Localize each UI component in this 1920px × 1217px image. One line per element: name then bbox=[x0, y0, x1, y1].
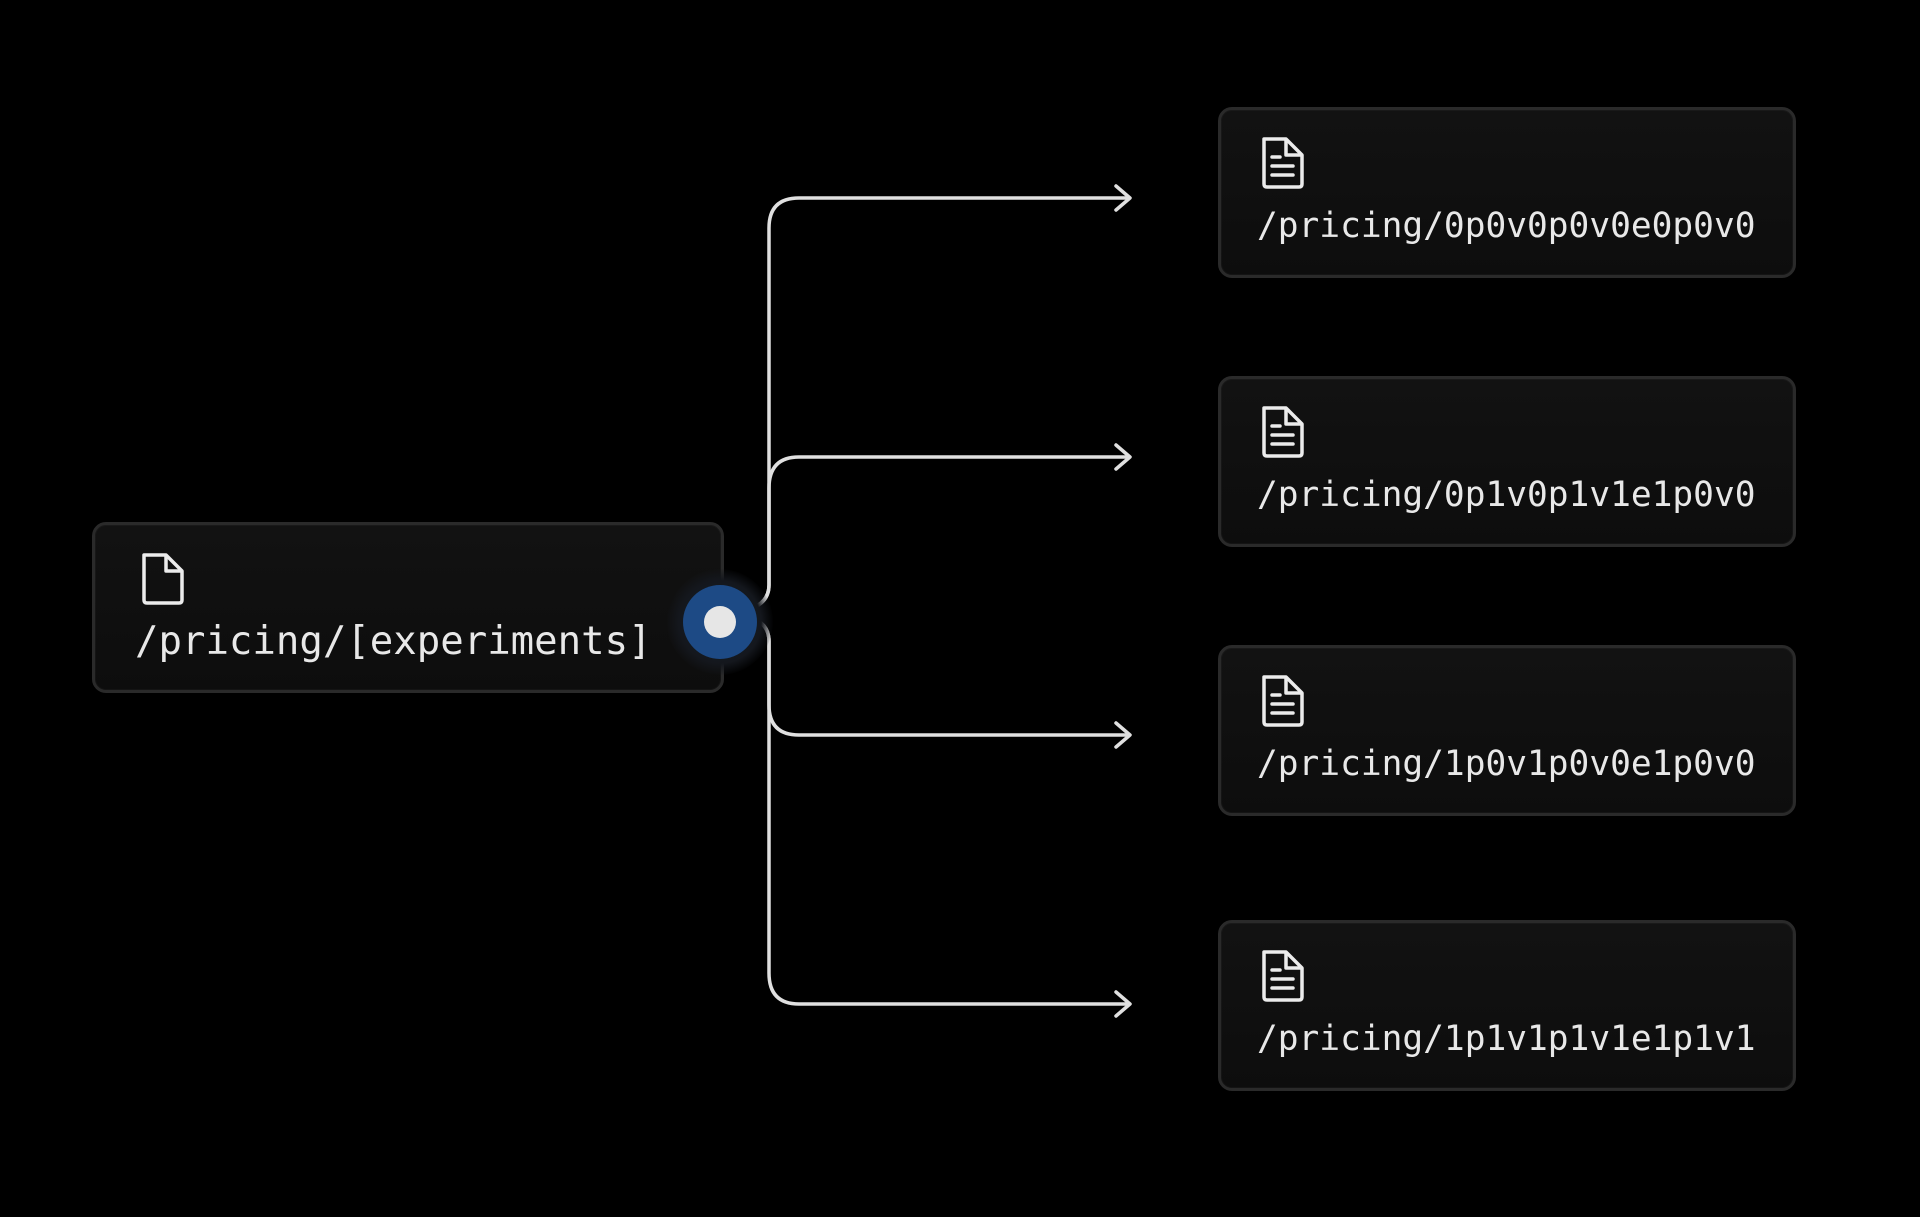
connection-handle[interactable] bbox=[667, 569, 773, 675]
file-text-icon bbox=[1259, 949, 1305, 1003]
arrowhead-target-4 bbox=[1114, 990, 1132, 1018]
target-node-label: /pricing/0p1v0p1v1e1p0v0 bbox=[1257, 475, 1756, 515]
target-node-label: /pricing/1p1v1p1v1e1p1v1 bbox=[1257, 1019, 1756, 1059]
target-node[interactable]: /pricing/1p0v1p0v0e1p0v0 bbox=[1218, 645, 1796, 816]
target-node[interactable]: /pricing/1p1v1p1v1e1p1v1 bbox=[1218, 920, 1796, 1091]
target-node-label: /pricing/1p0v1p0v0e1p0v0 bbox=[1257, 744, 1756, 784]
arrowhead-target-2 bbox=[1114, 443, 1132, 471]
source-node[interactable]: /pricing/[experiments] bbox=[92, 522, 724, 693]
target-node-label: /pricing/0p0v0p0v0e0p0v0 bbox=[1257, 206, 1756, 246]
arrowhead-target-1 bbox=[1114, 184, 1132, 212]
target-node[interactable]: /pricing/0p0v0p0v0e0p0v0 bbox=[1218, 107, 1796, 278]
connection-handle-dot bbox=[704, 606, 736, 638]
source-node-label: /pricing/[experiments] bbox=[135, 619, 652, 664]
file-text-icon bbox=[1259, 674, 1305, 728]
file-text-icon bbox=[1259, 405, 1305, 459]
file-text-icon bbox=[1259, 136, 1305, 190]
connector-to-target-4 bbox=[718, 611, 1130, 1006]
connector-to-target-3 bbox=[718, 611, 1130, 737]
target-node[interactable]: /pricing/0p1v0p1v1e1p0v0 bbox=[1218, 376, 1796, 547]
arrowhead-target-3 bbox=[1114, 721, 1132, 749]
connector-to-target-1 bbox=[718, 196, 1130, 615]
file-icon bbox=[139, 552, 185, 606]
connector-to-target-2 bbox=[718, 455, 1130, 615]
